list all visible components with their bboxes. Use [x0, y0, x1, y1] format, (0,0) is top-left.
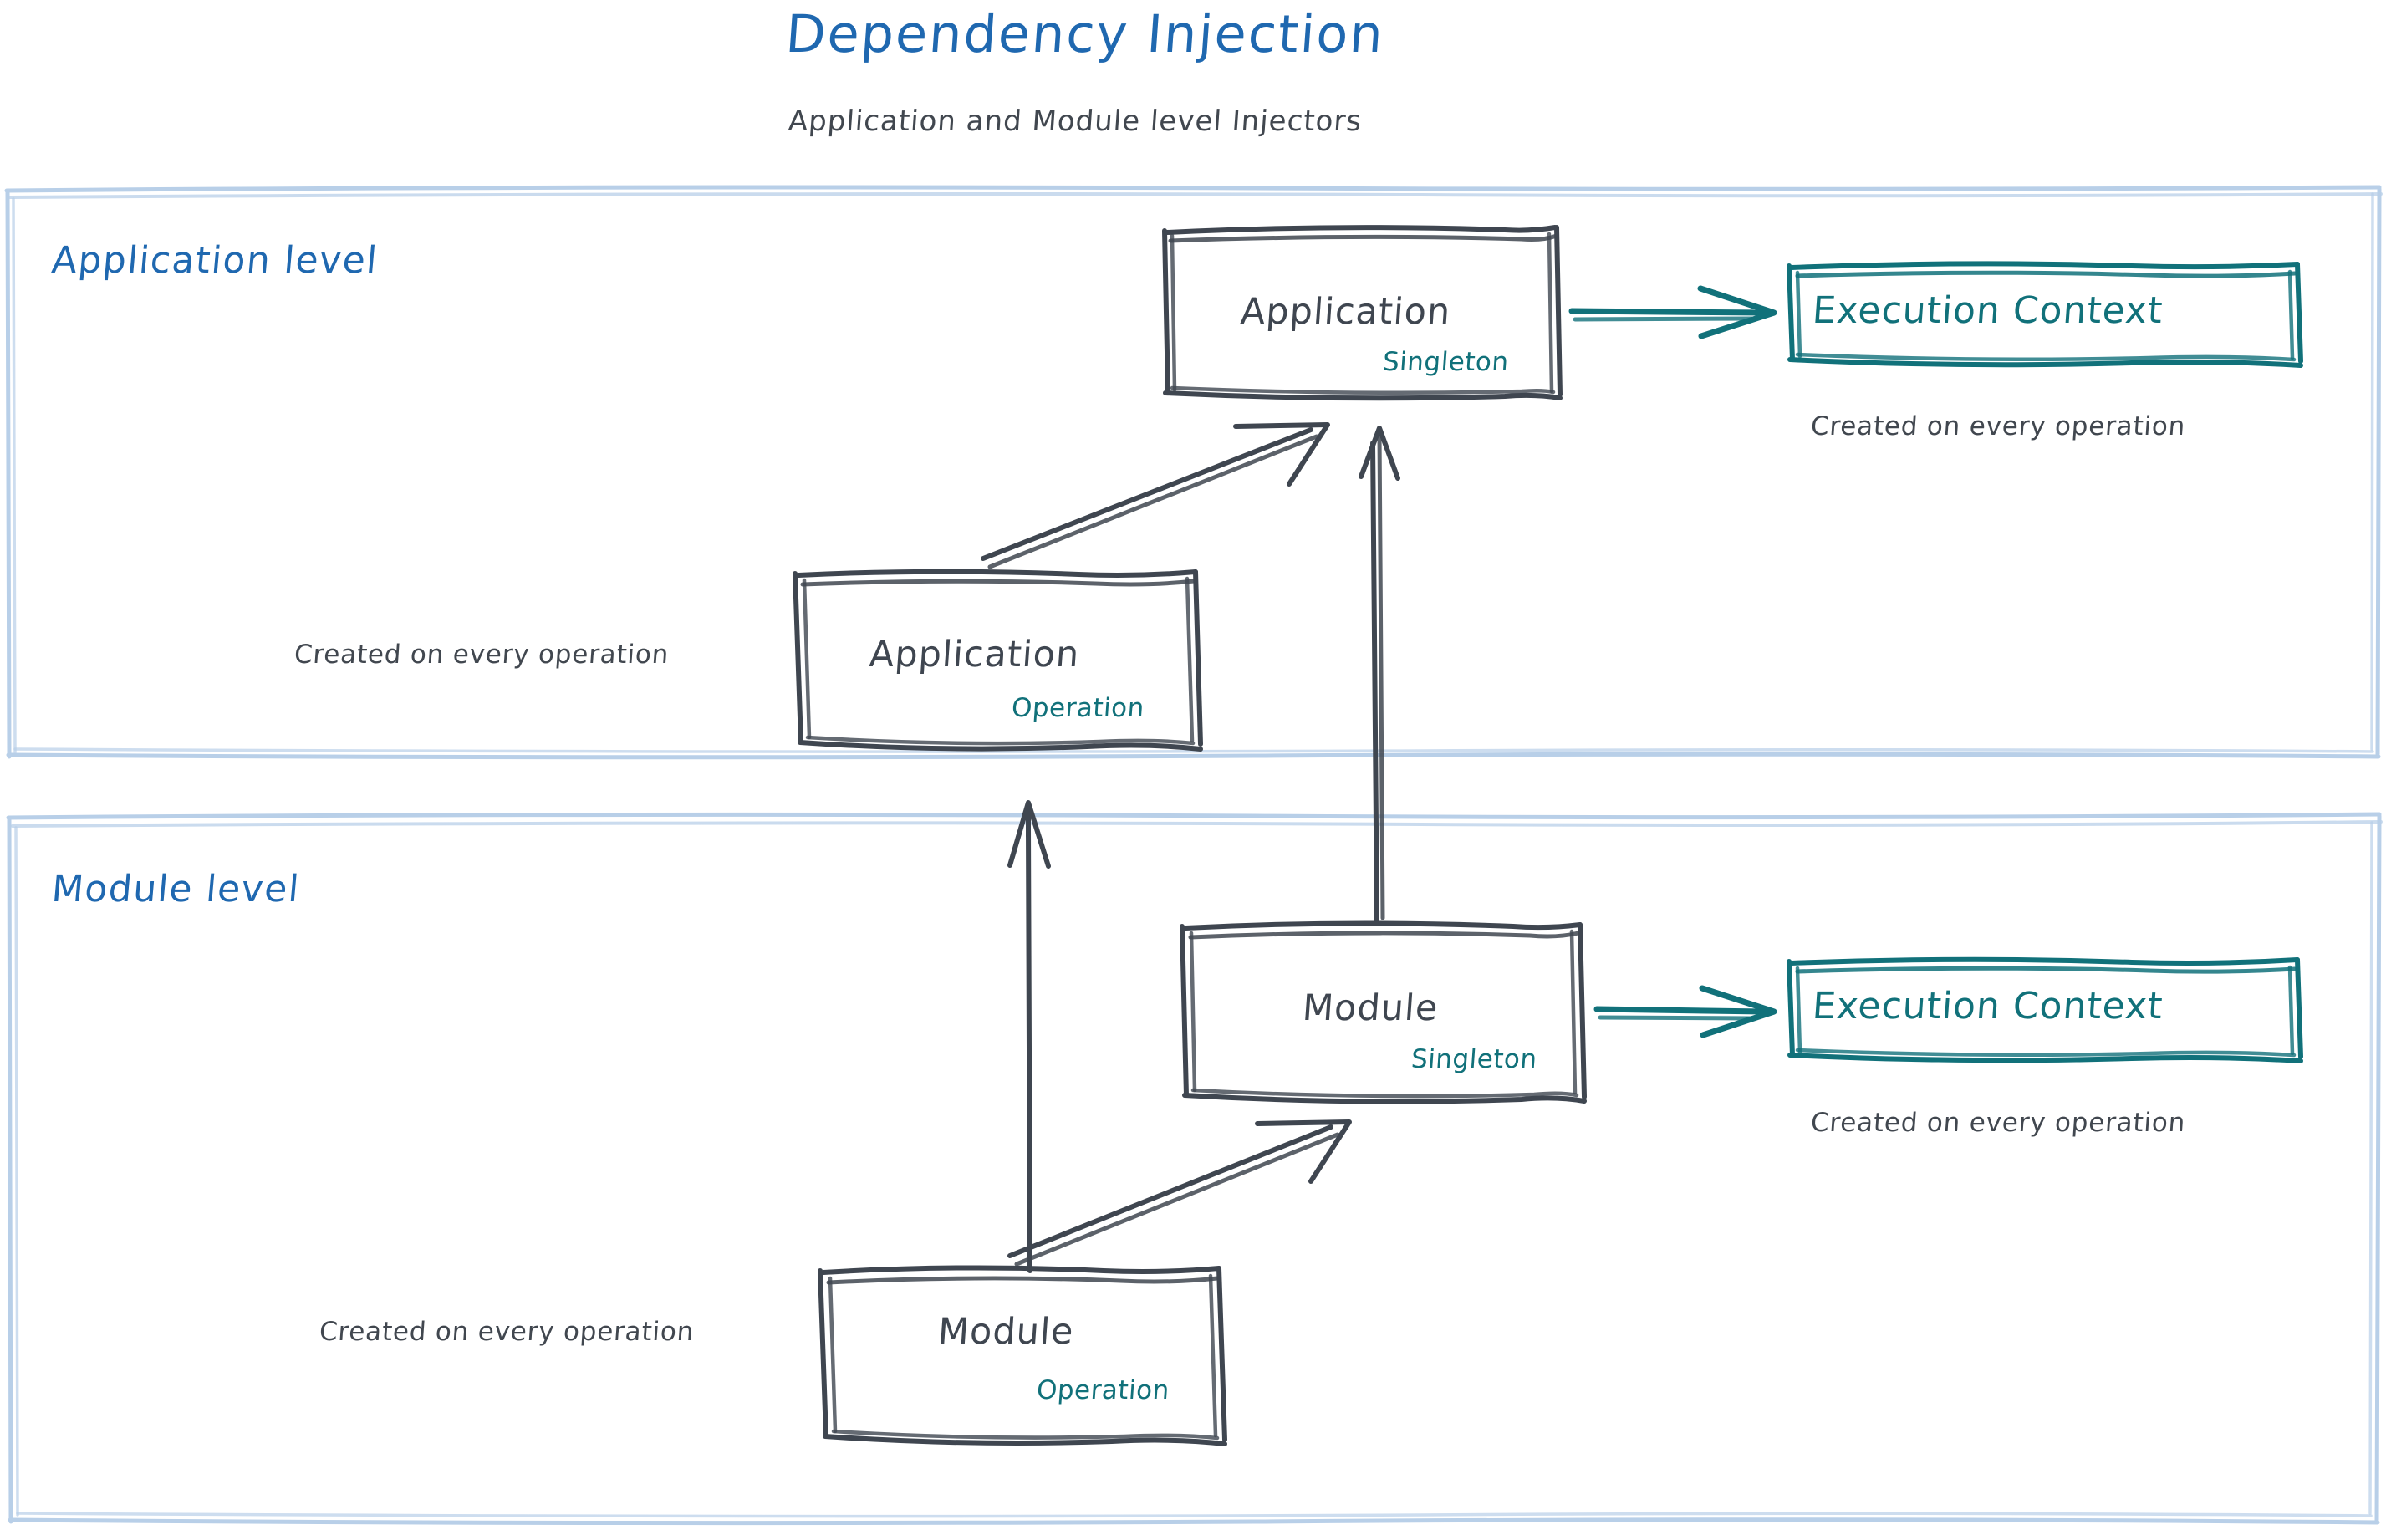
note-module-execution-context: Created on every operation — [1809, 1108, 2187, 1138]
node-title-application-operation: Application — [868, 634, 1082, 676]
edge-module-operation-to-app-operation — [1007, 800, 1051, 1273]
node-scope-module-singleton: Singleton — [1410, 1044, 1538, 1074]
note-application-operation: Created on every operation — [293, 640, 670, 670]
edge-app-operation-to-app-singleton — [981, 422, 1330, 569]
section-label-module-level: Module level — [49, 868, 302, 910]
edge-module-singleton-to-app-singleton — [1359, 426, 1400, 926]
node-title-module-operation: Module — [936, 1311, 1076, 1353]
edge-module-operation-to-module-singleton — [1007, 1119, 1352, 1267]
note-module-operation: Created on every operation — [318, 1317, 696, 1347]
module-operation-box — [818, 1265, 1227, 1446]
section-label-application-level: Application level — [49, 239, 380, 282]
node-title-application-execution-context: Execution Context — [1811, 289, 2165, 332]
page-subtitle: Application and Module level Injectors — [787, 105, 1364, 138]
node-title-application-singleton: Application — [1239, 291, 1453, 333]
node-title-module-singleton: Module — [1301, 987, 1440, 1029]
node-scope-application-operation: Operation — [1010, 693, 1146, 723]
module-level-container — [6, 812, 2383, 1526]
node-scope-application-singleton: Singleton — [1381, 347, 1510, 377]
page-title: Dependency Injection — [783, 3, 1387, 64]
edge-module-singleton-to-module-context — [1593, 985, 1777, 1038]
edge-app-singleton-to-app-context — [1568, 285, 1777, 339]
node-title-module-execution-context: Execution Context — [1811, 985, 2165, 1028]
node-scope-module-operation: Operation — [1035, 1375, 1171, 1405]
note-application-execution-context: Created on every operation — [1809, 411, 2187, 441]
